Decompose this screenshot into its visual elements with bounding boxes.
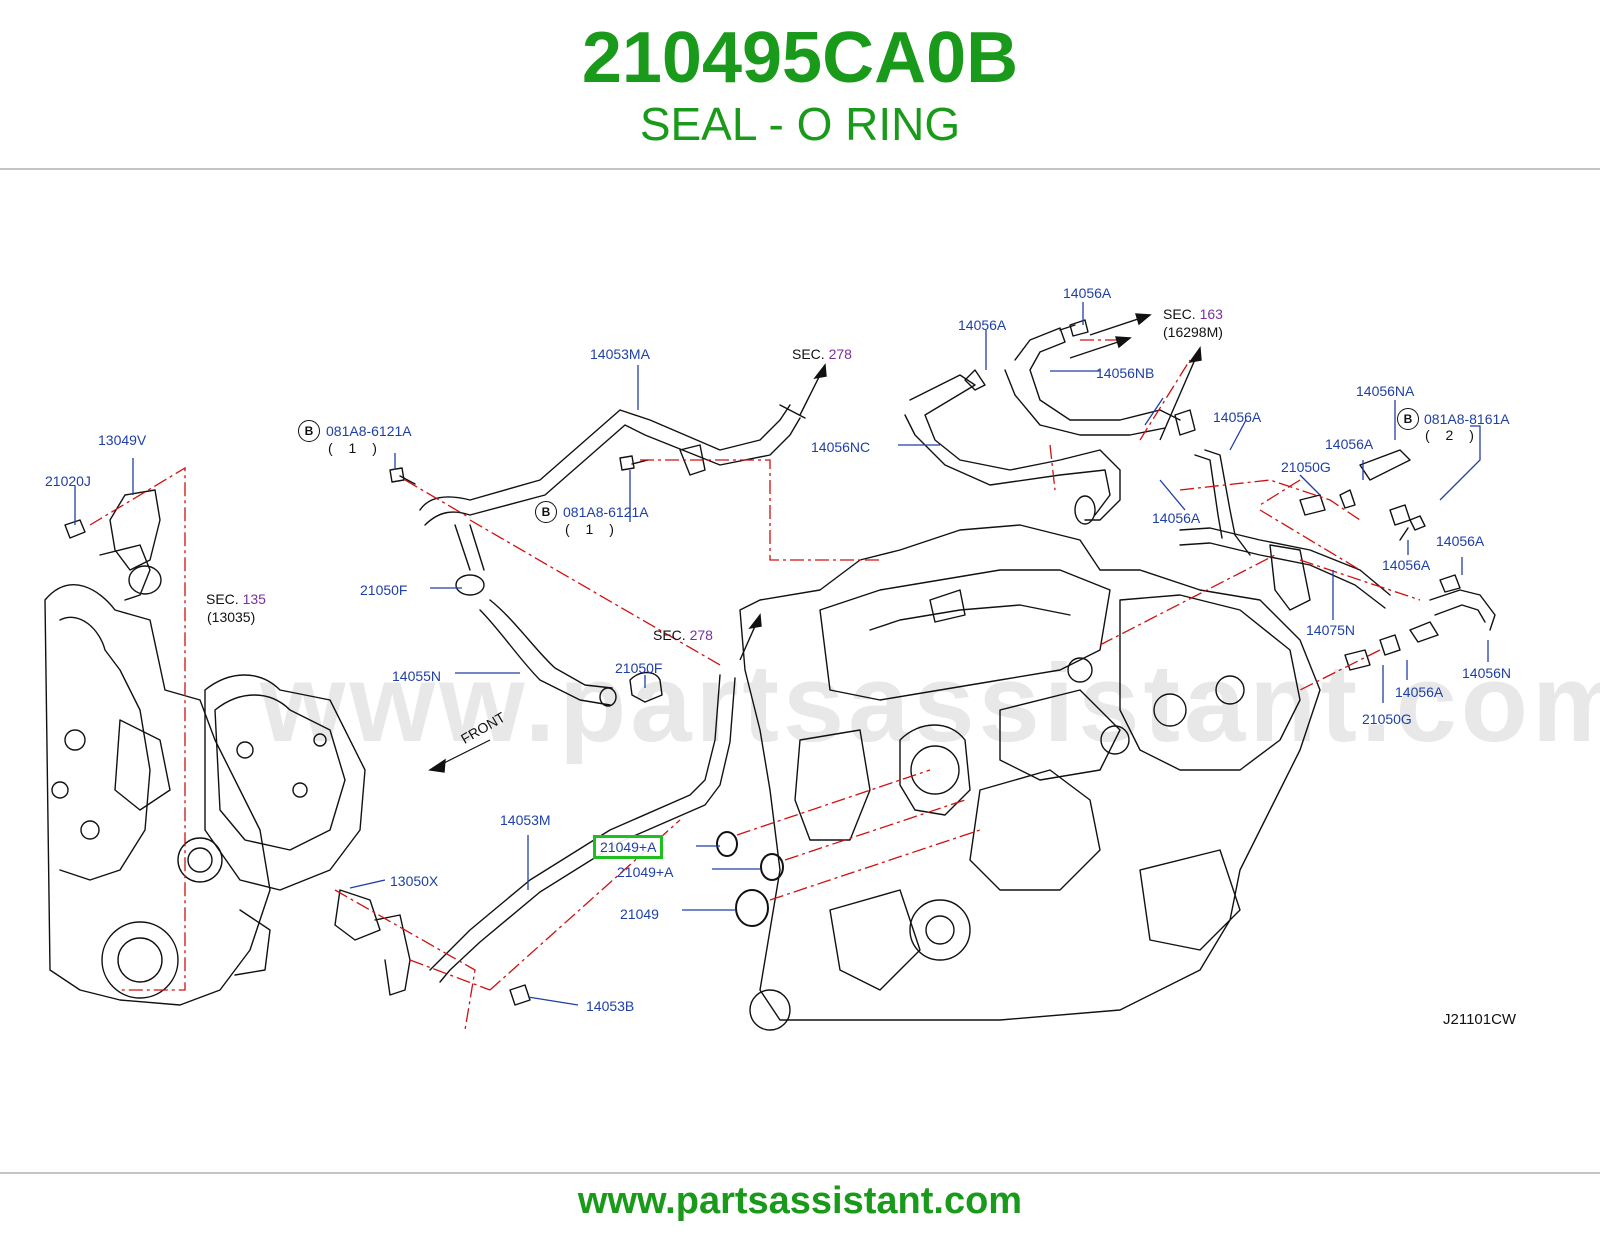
label-14053MA: 14053MA [590,346,650,362]
label-14056N: 14056N [1462,665,1512,681]
label-21020J: 21020J [45,473,91,489]
label-21050F-lower: 21050F [615,660,663,676]
part-number-title: 210495CA0B [581,18,1019,98]
highlighted-part-21049A[interactable]: 21049+A [593,835,664,859]
label-14053M: 14053M [500,812,551,828]
label-21050G-lower: 21050G [1362,711,1412,727]
label-081A8-6121A-1: 081A8-6121A [326,423,412,439]
label-081A8-6121A-2: 081A8-6121A [563,504,649,520]
bolt-symbol-b-3: B [1397,408,1419,430]
label-21049A: 21049+A [617,864,674,880]
sec-278-top-number: 278 [828,346,852,362]
sec-163: SEC. 163 [1163,306,1223,322]
label-21049: 21049 [620,906,659,922]
bolts-drawing [389,455,1426,541]
label-14053B: 14053B [586,998,635,1014]
timing-cover-drawing [44,584,366,1006]
sec-278-mid: SEC. 278 [653,627,713,643]
label-14075N: 14075N [1306,622,1356,638]
sec-135: SEC. 135 [206,591,266,607]
label-14056A-3: 14056A [1213,409,1262,425]
label-14055N: 14055N [392,668,442,684]
qty-081A8-6121A-2: ( 1 ) [565,521,620,537]
heater-hoses-drawing [904,319,1496,671]
footer-divider [0,1172,1600,1174]
header-divider [0,168,1600,170]
o-rings-drawing [716,831,784,927]
bolt-symbol-b-1: B [298,420,320,442]
label-081A8-8161A: 081A8-8161A [1424,411,1510,427]
label-14056A-top: 14056A [1063,285,1112,301]
footer-website-link[interactable]: www.partsassistant.com [577,1180,1023,1222]
sec-163-sub: (16298M) [1163,324,1223,340]
label-14056A-7: 14056A [1436,533,1485,549]
bolt-symbol-b-2: B [535,501,557,523]
thermostat-housing-drawing [64,489,162,601]
label-21050F-upper: 21050F [360,582,408,598]
label-14056A-8: 14056A [1395,684,1444,700]
label-14056A-6: 14056A [1382,557,1431,573]
page-header: 210495CA0B SEAL - O RING [0,0,1600,170]
hose-14055N-drawing [455,574,663,707]
engine-block-drawing [739,524,1321,1031]
sec-278-mid-number: 278 [689,627,713,643]
pipe-14053M-drawing [334,674,736,1006]
part-name-subtitle: SEAL - O RING [639,98,961,150]
label-13049V: 13049V [98,432,147,448]
label-14056A-2: 14056A [958,317,1007,333]
label-leaders [74,302,1489,1006]
sec-278-top: SEC. 278 [792,346,852,362]
label-14056NC: 14056NC [811,439,871,455]
pipe-14053MA-drawing [419,404,806,571]
label-21050G-upper: 21050G [1281,459,1331,475]
label-14056A-4: 14056A [1152,510,1201,526]
label-13050X: 13050X [390,873,439,889]
qty-081A8-8161A: ( 2 ) [1425,427,1480,443]
label-14056NA: 14056NA [1356,383,1415,399]
figure-code: J21101CW [1443,1011,1517,1028]
qty-081A8-6121A-1: ( 1 ) [328,440,383,456]
label-14056A-5: 14056A [1325,436,1374,452]
sec-135-number: 135 [242,591,266,607]
section-arrows [428,313,1202,773]
sec-163-number: 163 [1199,306,1223,322]
parts-diagram: www.partsassistant.com [0,270,1600,1060]
sec-135-sub: (13035) [207,609,256,625]
label-14056NB: 14056NB [1096,365,1155,381]
